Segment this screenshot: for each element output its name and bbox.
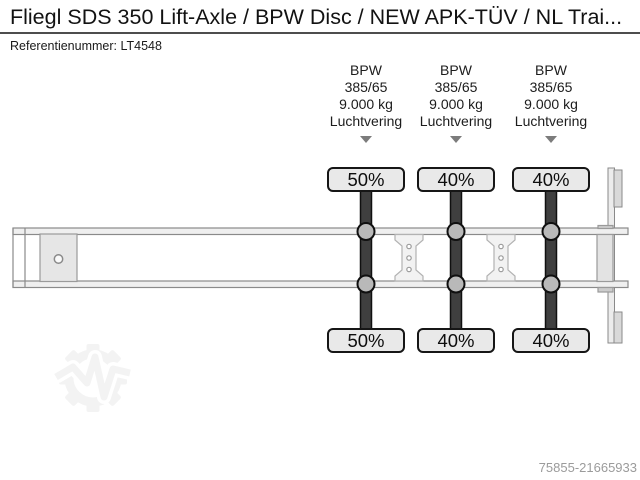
frame-rail-bottom bbox=[12, 280, 629, 289]
arrow-down-icon bbox=[545, 136, 557, 143]
title-divider bbox=[0, 32, 640, 34]
axle-suspension: Luchtvering bbox=[514, 113, 588, 129]
axle-tire-size: 385/65 bbox=[529, 79, 573, 95]
tire-tread-badge: 40% bbox=[512, 328, 590, 353]
axle-hub bbox=[541, 274, 561, 294]
axle-capacity: 9.000 kg bbox=[339, 96, 393, 112]
tire-tread-badge: 50% bbox=[327, 328, 405, 353]
axle-tire-size: 385/65 bbox=[344, 79, 388, 95]
axle-brand: BPW bbox=[440, 62, 472, 78]
axle-brand: BPW bbox=[535, 62, 567, 78]
rear-bumper bbox=[607, 167, 623, 344]
cross-member bbox=[486, 233, 516, 282]
reference-number: Referentienummer: LT4548 bbox=[10, 39, 162, 53]
axle-1-label: BPW 385/65 9.000 kg Luchtvering bbox=[311, 62, 421, 147]
axle-1-shaft bbox=[356, 189, 376, 331]
axle-2-label: BPW 385/65 9.000 kg Luchtvering bbox=[401, 62, 511, 147]
arrow-down-icon bbox=[450, 136, 462, 143]
axle-hub bbox=[446, 222, 466, 241]
chassis-frame bbox=[12, 227, 629, 289]
tire-tread-badge: 40% bbox=[417, 167, 495, 192]
frame-rail-top bbox=[12, 227, 629, 236]
page-title: Fliegl SDS 350 Lift-Axle / BPW Disc / NE… bbox=[10, 5, 623, 29]
axle-hub bbox=[446, 274, 466, 294]
tire-tread-badge: 50% bbox=[327, 167, 405, 192]
tire-tread-badge: 40% bbox=[417, 328, 495, 353]
axle-2-shaft bbox=[446, 189, 466, 331]
axle-capacity: 9.000 kg bbox=[429, 96, 483, 112]
axle-tire-size: 385/65 bbox=[434, 79, 478, 95]
axle-capacity: 9.000 kg bbox=[524, 96, 578, 112]
axle-suspension: Luchtvering bbox=[329, 113, 403, 129]
axle-suspension: Luchtvering bbox=[419, 113, 493, 129]
axle-hub bbox=[541, 222, 561, 241]
kingpin bbox=[53, 254, 64, 264]
axle-3-shaft bbox=[541, 189, 561, 331]
gear-logo-icon bbox=[52, 344, 132, 412]
axle-hub bbox=[356, 274, 376, 294]
axle-3-label: BPW 385/65 9.000 kg Luchtvering bbox=[496, 62, 606, 147]
kingpin-plate bbox=[39, 233, 78, 283]
axle-brand: BPW bbox=[350, 62, 382, 78]
cross-member bbox=[394, 233, 424, 282]
axle-hub bbox=[356, 222, 376, 241]
rear-crossmember-block bbox=[596, 224, 614, 293]
tire-tread-badge: 40% bbox=[512, 167, 590, 192]
listing-id: 75855-21665933 bbox=[538, 460, 637, 475]
arrow-down-icon bbox=[360, 136, 372, 143]
